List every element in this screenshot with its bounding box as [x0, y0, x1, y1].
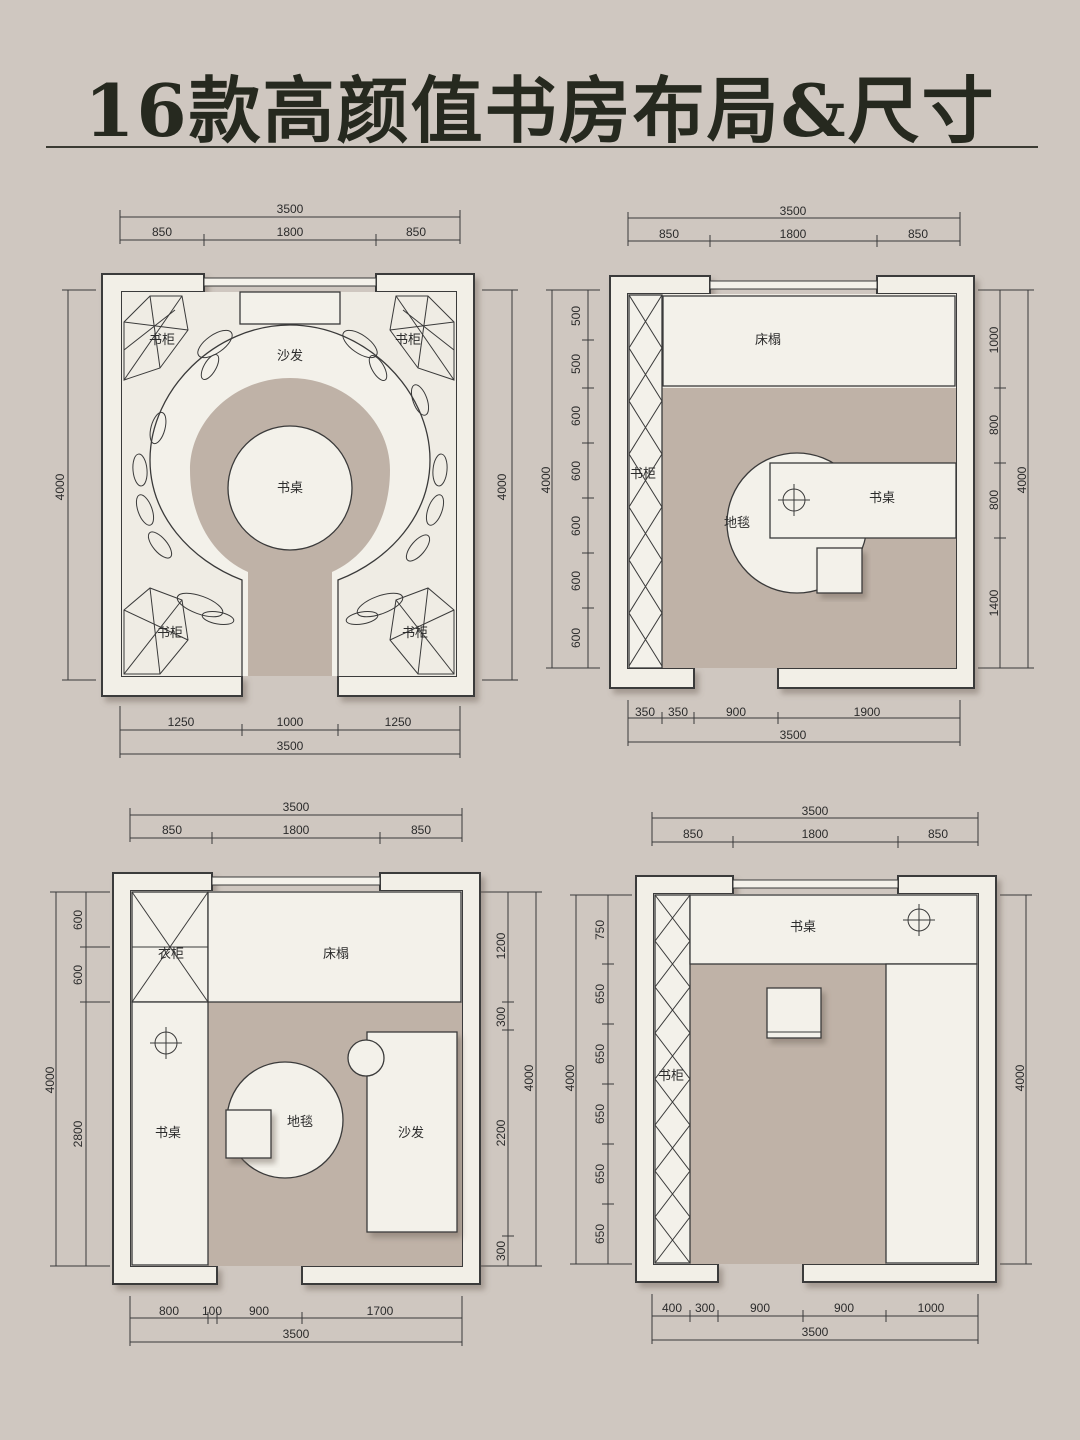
p4-lamp-icon: [903, 904, 935, 936]
p4-left-seg-0: 750: [593, 920, 607, 940]
p4-desk-label: 书桌: [790, 920, 816, 935]
p4-left-outer: 4000: [563, 1064, 577, 1091]
p3-right-seg-3: 300: [494, 1241, 508, 1261]
p1-cabinet-bl-label: 书柜: [157, 626, 183, 641]
p2-bot-total: 3500: [780, 728, 807, 742]
p2-right-seg-2: 800: [987, 490, 1001, 510]
p1-bot-total: 3500: [277, 739, 304, 753]
p1-left-height: 4000: [53, 473, 67, 500]
p1-bot-b: 1000: [277, 715, 304, 729]
p4-top-b: 1800: [802, 827, 829, 841]
p3-right-seg-2: 2200: [494, 1119, 508, 1146]
p3-bot-b: 100: [202, 1304, 222, 1318]
p2-right-seg-0: 1000: [987, 326, 1001, 353]
p4-cabinet-cross: [654, 894, 691, 1264]
plan-4-desk-study: 3500 850 1800 850 4000 750 650 650 650 6…: [563, 804, 1032, 1344]
p1-cabinet-tr-label: 书柜: [395, 333, 421, 348]
p1-sofa-label: 沙发: [277, 348, 303, 364]
p3-left-outer: 4000: [43, 1066, 57, 1093]
p3-bot-a: 800: [159, 1304, 179, 1318]
p4-top-total: 3500: [802, 804, 829, 818]
p3-top-total: 3500: [283, 800, 310, 814]
p2-cabinet-cross: [628, 294, 663, 667]
plan-3-wardrobe-study: 3500 850 1800 850 4000 600 600 2800 1200…: [43, 800, 542, 1346]
p2-right-outer: 4000: [1015, 466, 1029, 493]
p2-top-b: 1800: [780, 227, 807, 241]
p2-left-seg-0: 500: [569, 306, 583, 326]
p2-lamp-icon: [778, 484, 810, 516]
p3-top-b: 1800: [283, 823, 310, 837]
p3-right-seg-0: 1200: [494, 932, 508, 959]
p2-top-a: 850: [659, 227, 679, 241]
p2-left-seg-3: 600: [569, 461, 583, 481]
p2-rug-label: 地毯: [724, 516, 750, 531]
p3-bot-d: 1700: [367, 1304, 394, 1318]
p2-desk-label: 书桌: [869, 491, 895, 506]
p4-left-seg-5: 650: [593, 1224, 607, 1244]
p3-left-seg-0: 600: [71, 910, 85, 930]
p1-desk-label: 书桌: [277, 481, 303, 496]
p1-top-c: 850: [406, 225, 426, 239]
p3-desk-label: 书桌: [155, 1126, 181, 1141]
p1-right-height: 4000: [495, 473, 509, 500]
p1-bot-a: 1250: [168, 715, 195, 729]
p3-bot-c: 900: [249, 1304, 269, 1318]
p4-bot-e: 1000: [918, 1301, 945, 1315]
p3-left-seg-1: 600: [71, 965, 85, 985]
p4-bot-d: 900: [834, 1301, 854, 1315]
p3-right-outer: 4000: [522, 1064, 536, 1091]
p3-right-seg-1: 300: [494, 1007, 508, 1027]
p2-cabinet-label: 书柜: [630, 467, 656, 482]
p3-bot-total: 3500: [283, 1327, 310, 1341]
p4-bot-b: 300: [695, 1301, 715, 1315]
p4-bot-total: 3500: [802, 1325, 829, 1339]
p3-sofa-label: 沙发: [398, 1125, 424, 1141]
p4-top-c: 850: [928, 827, 948, 841]
p2-right-seg-3: 1400: [987, 589, 1001, 616]
p1-cabinet-tl-label: 书柜: [149, 333, 175, 348]
p4-left-seg-1: 650: [593, 984, 607, 1004]
p4-left-seg-4: 650: [593, 1164, 607, 1184]
p2-left-seg-6: 600: [569, 628, 583, 648]
p2-top-c: 850: [908, 227, 928, 241]
p4-cabinet-label: 书柜: [658, 1069, 684, 1084]
p2-top-total: 3500: [780, 204, 807, 218]
plan-2-bed-study: 3500 850 1800 850 4000 500 500 600 600 6…: [539, 204, 1034, 746]
p2-bot-c: 900: [726, 705, 746, 719]
p3-rug-label: 地毯: [287, 1115, 313, 1130]
p2-bot-a: 350: [635, 705, 655, 719]
p2-right-seg-1: 800: [987, 415, 1001, 435]
p3-top-a: 850: [162, 823, 182, 837]
p4-top-a: 850: [683, 827, 703, 841]
p1-cabinet-br-label: 书柜: [402, 626, 428, 641]
p4-left-ticks: [602, 963, 614, 1205]
p1-top-total: 3500: [277, 202, 304, 216]
p2-bot-b: 350: [668, 705, 688, 719]
p2-left-seg-2: 600: [569, 406, 583, 426]
p3-bed-label: 床榻: [323, 947, 349, 962]
p1-bot-c: 1250: [385, 715, 412, 729]
p2-left-outer: 4000: [539, 466, 553, 493]
p4-left-seg-3: 650: [593, 1104, 607, 1124]
p3-wardrobe-label: 衣柜: [158, 946, 184, 962]
plan-1-round-study: 3500 850 1800 850 4000 4000: [53, 202, 518, 758]
p3-lamp-icon: [150, 1027, 182, 1059]
p3-left-seg-2: 2800: [71, 1120, 85, 1147]
p2-bot-d: 1900: [854, 705, 881, 719]
p3-top-c: 850: [411, 823, 431, 837]
p4-right-outer: 4000: [1013, 1064, 1027, 1091]
page-title: 16款高颜值书房布局&尺寸: [84, 68, 996, 153]
p2-left-ticks: [582, 339, 594, 609]
title-underline: [46, 146, 1038, 148]
p4-bot-a: 400: [662, 1301, 682, 1315]
p2-left-seg-1: 500: [569, 354, 583, 374]
p1-top-a: 850: [152, 225, 172, 239]
p4-bot-c: 900: [750, 1301, 770, 1315]
p4-left-seg-2: 650: [593, 1044, 607, 1064]
p1-top-b: 1800: [277, 225, 304, 239]
p2-bed-label: 床榻: [755, 333, 781, 348]
p2-left-seg-5: 600: [569, 571, 583, 591]
p2-left-seg-4: 600: [569, 516, 583, 536]
